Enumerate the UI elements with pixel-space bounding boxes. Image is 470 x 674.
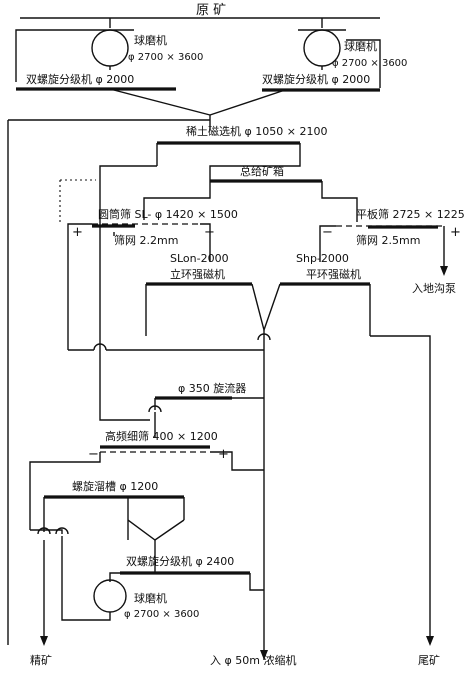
ball-mill-1-symbol [91,29,129,67]
ball-mill-2-name: 球磨机 [344,39,377,53]
tailings-label: 尾矿 [418,654,440,667]
ball-mill-1-name: 球磨机 [134,33,167,47]
drum-screen-plus: + [72,225,83,240]
feed-label: 原 矿 [196,3,226,18]
drum-screen-mesh: 筛网 2.2mm [114,233,178,247]
hf-screen-label: 高频细筛 400 × 1200 [105,429,218,443]
rare-earth-separator-label: 稀土磁选机 φ 1050 × 2100 [186,124,327,138]
concentrate-label: 精矿 [30,654,52,667]
slon-desc: 立环强磁机 [170,267,225,281]
classifier-1-label: 双螺旋分级机 φ 2000 [26,72,134,86]
distribution-box-label: 总给矿箱 [240,164,284,178]
thickener-label: 入 φ 50m 浓缩机 [210,653,296,667]
ball-mill-3-spec: φ 2700 × 3600 [124,609,199,620]
ball-mill-1-spec: φ 2700 × 3600 [128,52,203,63]
shp-name: Shp-2000 [296,252,349,265]
slon-name: SLon-2000 [170,252,229,265]
flat-screen-mesh: 筛网 2.5mm [356,233,420,247]
cyclone-label: φ 350 旋流器 [178,381,246,395]
hf-screen-plus: + [218,447,229,462]
spiral-chute-label: 螺旋溜槽 φ 1200 [72,479,158,493]
ball-mill-3-symbol [93,579,127,613]
flat-screen-label: 平板筛 2725 × 1225 [356,207,465,221]
drum-screen-label: 圆筒筛 SL- φ 1420 × 1500 [98,207,238,221]
classifier-2-label: 双螺旋分级机 φ 2000 [262,72,370,86]
ball-mill-3-name: 球磨机 [134,591,167,605]
flat-screen-plus: + [450,225,461,240]
hf-screen-minus: − [88,447,99,462]
sump-pump-label: 入地沟泵 [412,282,456,295]
flat-screen-minus: − [322,225,333,240]
classifier-3-label: 双螺旋分级机 φ 2400 [126,554,234,568]
shp-desc: 平环强磁机 [306,267,361,281]
ball-mill-2-spec: φ 2700 × 3600 [332,58,407,69]
